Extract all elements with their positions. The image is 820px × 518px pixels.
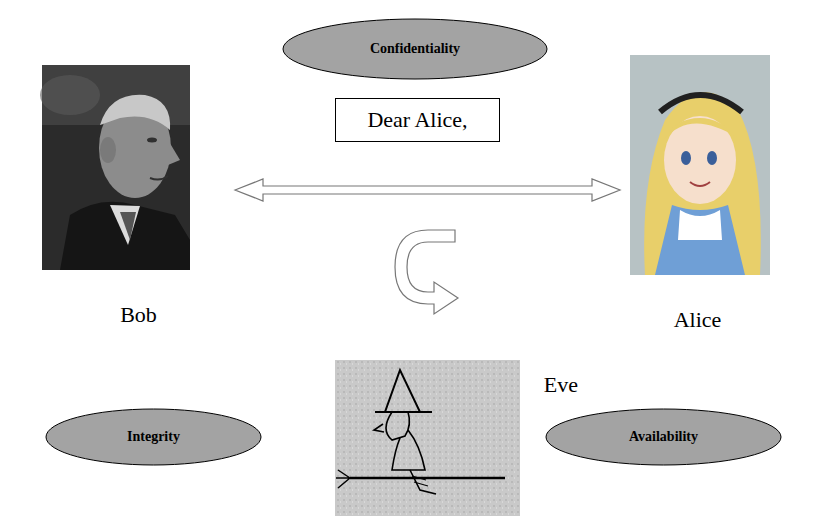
person-name: Eve [544, 372, 578, 398]
property-name: Availability [629, 429, 698, 445]
curved-arrow [395, 230, 458, 314]
alice-picture [630, 55, 770, 275]
message-text: Dear Alice, [367, 107, 467, 133]
property-ellipse: Confidentiality [282, 18, 548, 80]
message-arrow [235, 179, 620, 201]
person-label-box: Alice [620, 55, 775, 335]
property-name: Integrity [127, 429, 180, 445]
person-name: Alice [674, 307, 722, 333]
eve-picture [335, 360, 520, 516]
property-name: Confidentiality [370, 41, 460, 57]
person-label-box: Bob [42, 62, 235, 330]
bob-photo [40, 65, 190, 270]
property-ellipse: Availability [545, 408, 782, 466]
message-box: Dear Alice, [335, 98, 500, 142]
property-ellipse: Integrity [45, 408, 262, 466]
person-name: Bob [120, 302, 157, 328]
